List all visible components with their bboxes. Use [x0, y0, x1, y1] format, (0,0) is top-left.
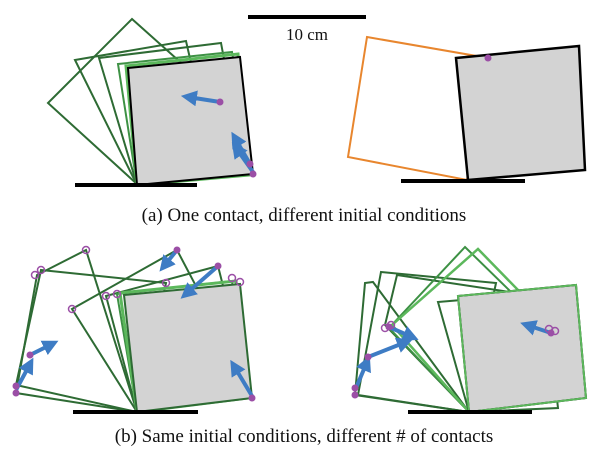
open-contact-point — [67, 304, 77, 314]
velocity-arrow — [231, 142, 255, 174]
contact-point — [248, 394, 256, 402]
gray-block — [456, 283, 588, 414]
gray-block — [126, 55, 255, 187]
panel-b-right — [351, 245, 588, 414]
contact-point — [12, 389, 20, 397]
contact-point — [26, 351, 34, 359]
contact-point — [246, 160, 254, 168]
open-contact-point — [161, 278, 171, 288]
velocity-arrow — [230, 359, 254, 398]
contact-point — [385, 323, 393, 331]
contact-point — [351, 391, 359, 399]
caption-a: (a) One contact, different initial condi… — [142, 205, 467, 226]
panel-b-left — [12, 245, 256, 414]
open-contact-point — [235, 277, 245, 287]
velocity-arrow — [354, 355, 371, 389]
open-contact-point — [30, 270, 40, 280]
panel-a-left — [46, 17, 257, 187]
contact-point — [351, 384, 359, 392]
velocity-arrow — [180, 264, 220, 299]
scale-label: 10 cm — [286, 25, 328, 44]
velocity-arrow — [29, 340, 59, 357]
velocity-arrow — [180, 90, 221, 107]
contact-point — [216, 98, 224, 106]
caption-b: (b) Same initial conditions, different #… — [115, 426, 494, 447]
contact-point — [12, 382, 20, 390]
open-contact-point — [81, 245, 91, 255]
gray-block — [454, 44, 587, 182]
contact-point — [484, 54, 492, 62]
panel-a-right — [346, 35, 587, 183]
open-contact-point — [227, 273, 237, 283]
velocity-arrow — [367, 337, 413, 359]
contact-point — [173, 246, 181, 254]
open-contact-point — [36, 265, 46, 275]
contact-point — [547, 329, 555, 337]
open-contact-point — [101, 291, 111, 301]
open-contact-point — [112, 289, 122, 299]
outline-square — [456, 283, 588, 414]
contact-point — [364, 353, 372, 361]
contact-point — [249, 170, 257, 178]
gray-block — [122, 282, 254, 414]
contact-point — [214, 262, 222, 270]
